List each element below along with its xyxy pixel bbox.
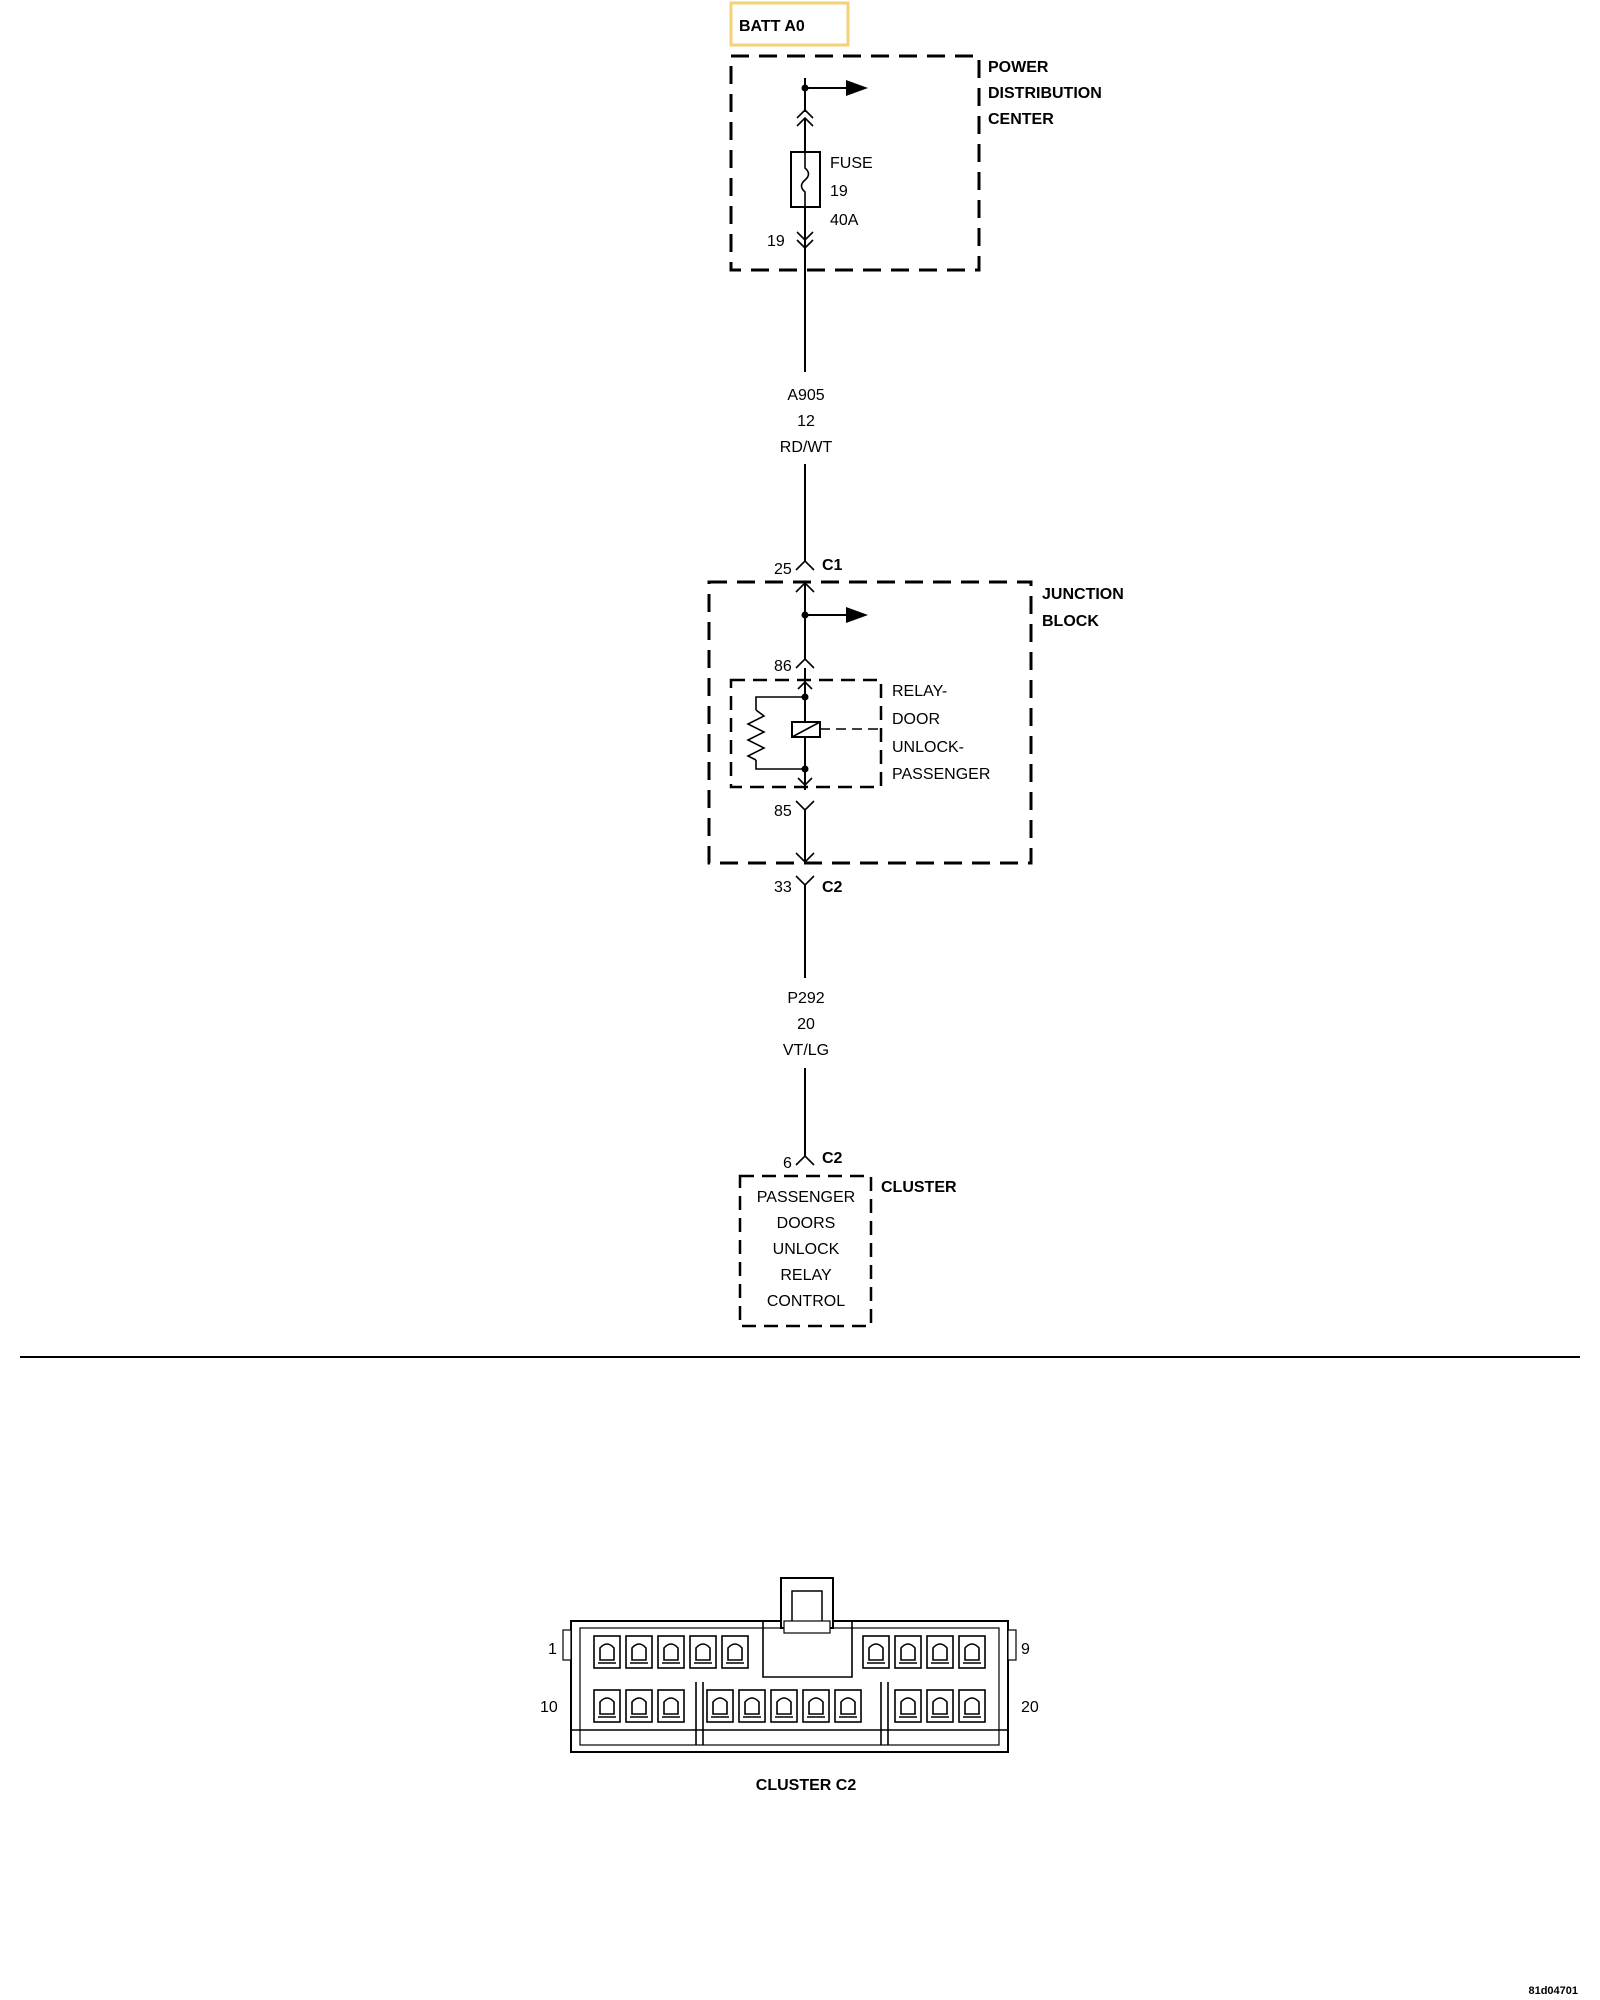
wire2-gauge: 20 <box>797 1016 815 1033</box>
cluster-in-connector: C2 <box>822 1150 843 1167</box>
relay-pin-in: 86 <box>774 658 792 675</box>
cavity-top-4 <box>689 1635 717 1669</box>
cavity-top-1 <box>593 1635 621 1669</box>
cluster: CLUSTER PASSENGER DOORS UNLOCK RELAY CON… <box>738 1174 957 1328</box>
pdc-name-line2: DISTRIBUTION <box>988 85 1102 102</box>
fuse-label: FUSE <box>830 155 873 172</box>
cavity-bottom-1 <box>593 1689 621 1723</box>
cluster-c2-connector-icon <box>795 1154 815 1166</box>
jb-c2-connector-icon <box>795 875 815 887</box>
cavity-bottom-3 <box>657 1689 685 1723</box>
relay-coil-slash <box>791 721 821 738</box>
connector-notch-right <box>1007 1629 1017 1661</box>
fuse-rating: 40A <box>830 212 859 229</box>
connector-key-opening <box>762 1621 853 1678</box>
pdc-name-line3: CENTER <box>988 111 1054 128</box>
pin-label-bottom-right: 20 <box>1021 1699 1039 1716</box>
jb-in-pin: 25 <box>774 561 792 578</box>
cavity-bottom-5 <box>738 1689 766 1723</box>
pin-label-bottom-left: 10 <box>540 1699 558 1716</box>
relay-pin86-chevron-icon <box>795 657 815 669</box>
cavity-top-6 <box>862 1635 890 1669</box>
jb-out-connector: C2 <box>822 879 843 896</box>
power-distribution-center: POWER DISTRIBUTION CENTER FUSE 19 40A 19 <box>729 54 1102 272</box>
relay-name-line2: DOOR <box>892 711 940 728</box>
cavity-bottom-11 <box>958 1689 986 1723</box>
pdc-chevron-up-icon <box>796 108 814 119</box>
wire1-gauge: 12 <box>797 413 815 430</box>
relay-name-line3: UNLOCK- <box>892 739 964 756</box>
jb-in-connector: C1 <box>822 557 843 574</box>
wire1-circuit: A905 <box>787 387 824 404</box>
wire2-color: VT/LG <box>783 1042 829 1059</box>
cavity-top-9 <box>958 1635 986 1669</box>
pdc-cavity: 19 <box>767 233 785 250</box>
jb-branch-arrow-icon <box>846 607 868 623</box>
cavity-bottom-2 <box>625 1689 653 1723</box>
connector-cavities <box>593 1635 986 1723</box>
cluster-function-line2: DOORS <box>777 1215 836 1232</box>
relay-pin85-chevron-icon <box>795 800 815 812</box>
fuse-number: 19 <box>830 183 848 200</box>
resistor-lead-bottom <box>755 760 805 770</box>
cluster-function-line5: CONTROL <box>767 1293 845 1310</box>
relay-door-unlock-passenger: RELAY- DOOR UNLOCK- PASSENGER <box>729 668 990 790</box>
pin-label-top-right: 9 <box>1021 1641 1030 1658</box>
cavity-top-5 <box>721 1635 749 1669</box>
resistor-icon <box>746 709 766 761</box>
relay-name-line4: PASSENGER <box>892 766 990 783</box>
batt-label: BATT A0 <box>739 18 805 35</box>
cluster-function-line4: RELAY <box>780 1267 832 1284</box>
jb-name-line2: BLOCK <box>1042 613 1099 630</box>
relay-pin-out: 85 <box>774 803 792 820</box>
resistor-lead-top <box>755 696 805 710</box>
relay-bottom-chevron-icon <box>797 777 813 787</box>
fuse-element-icon <box>800 152 810 207</box>
junction-block: JUNCTION BLOCK 86 RELAY- DOOR UNL <box>707 580 1124 865</box>
batt-label-box <box>729 1 850 47</box>
cavity-bottom-10 <box>926 1689 954 1723</box>
cavity-bottom-9 <box>894 1689 922 1723</box>
jb-c1-connector-icon <box>795 559 815 571</box>
pdc-name-line1: POWER <box>988 59 1049 76</box>
wire1-color: RD/WT <box>780 439 833 456</box>
cavity-top-7 <box>894 1635 922 1669</box>
connector-lock-window <box>791 1590 823 1624</box>
pin-label-top-left: 1 <box>548 1641 557 1658</box>
figure-id: 81d04701 <box>1528 1985 1578 1997</box>
jb-out-pin: 33 <box>774 879 792 896</box>
cavity-bottom-7 <box>802 1689 830 1723</box>
cavity-top-8 <box>926 1635 954 1669</box>
cluster-function-line3: UNLOCK <box>773 1241 840 1258</box>
junction-block-boundary <box>707 580 1033 865</box>
cluster-in-pin: 6 <box>783 1155 792 1172</box>
wire2-circuit: P292 <box>787 990 824 1007</box>
connector-key <box>783 1620 831 1634</box>
cavity-bottom-8 <box>834 1689 862 1723</box>
jb-name-line1: JUNCTION <box>1042 586 1124 603</box>
connector-notch-left <box>562 1629 572 1661</box>
cluster-boundary <box>738 1174 873 1328</box>
pdc-boundary <box>729 54 981 272</box>
relay-top-chevron-icon <box>797 680 813 690</box>
cavity-bottom-4 <box>706 1689 734 1723</box>
connector-view-title: CLUSTER C2 <box>756 1777 857 1794</box>
pdc-branch-arrow-icon <box>846 80 868 96</box>
cluster-function-line1: PASSENGER <box>757 1189 855 1206</box>
relay-name-line1: RELAY- <box>892 683 947 700</box>
cavity-bottom-6 <box>770 1689 798 1723</box>
cluster-name: CLUSTER <box>881 1179 957 1196</box>
cavity-top-3 <box>657 1635 685 1669</box>
cavity-top-2 <box>625 1635 653 1669</box>
jb-output-chevron-icon <box>795 852 815 864</box>
